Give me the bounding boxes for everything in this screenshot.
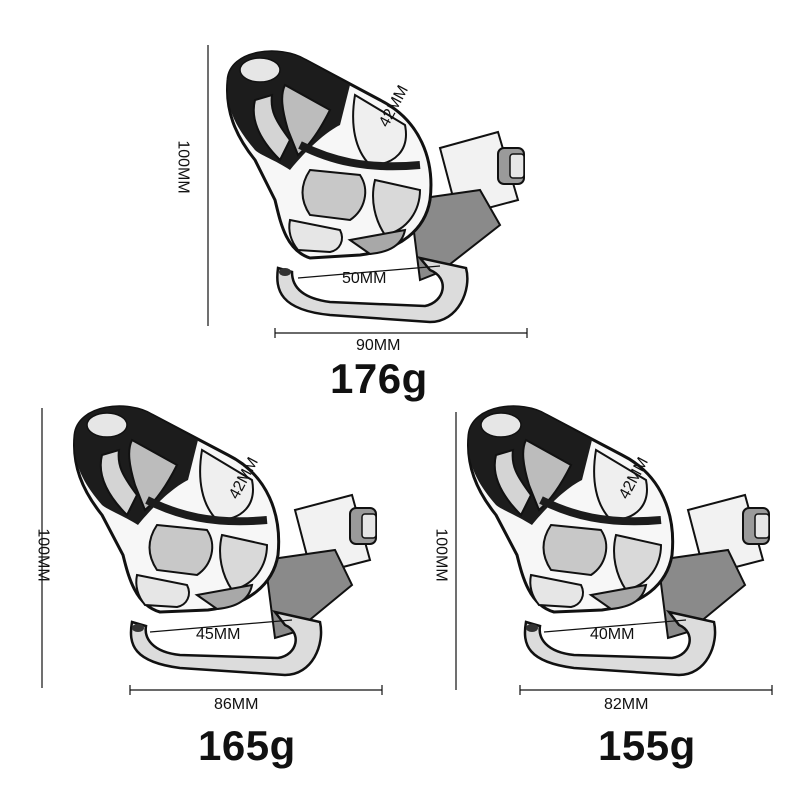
height-label: 100MM: [432, 528, 450, 582]
height-label: 100MM: [174, 140, 192, 194]
width-label: 86MM: [214, 696, 259, 713]
product-small: 100MM 42MM 40MM 82MM 155g: [420, 400, 790, 790]
ring-label: 40MM: [590, 626, 635, 643]
product-medium: 100MM 42MM 45MM 86MM 165g: [30, 400, 400, 790]
cage-illustration: [455, 405, 773, 695]
height-label: 100MM: [34, 528, 52, 582]
cage-illustration: [207, 45, 528, 338]
ring-label: 45MM: [196, 626, 241, 643]
width-label: 82MM: [604, 696, 649, 713]
ring-label: 50MM: [342, 270, 387, 287]
product-large: 100MM 42MM 50MM 90MM 176g: [175, 40, 540, 402]
weight-label: 155g: [598, 722, 696, 769]
cage-illustration: [41, 405, 383, 695]
weight-label: 165g: [198, 722, 296, 769]
width-label: 90MM: [356, 337, 401, 354]
weight-label: 176g: [330, 355, 428, 402]
